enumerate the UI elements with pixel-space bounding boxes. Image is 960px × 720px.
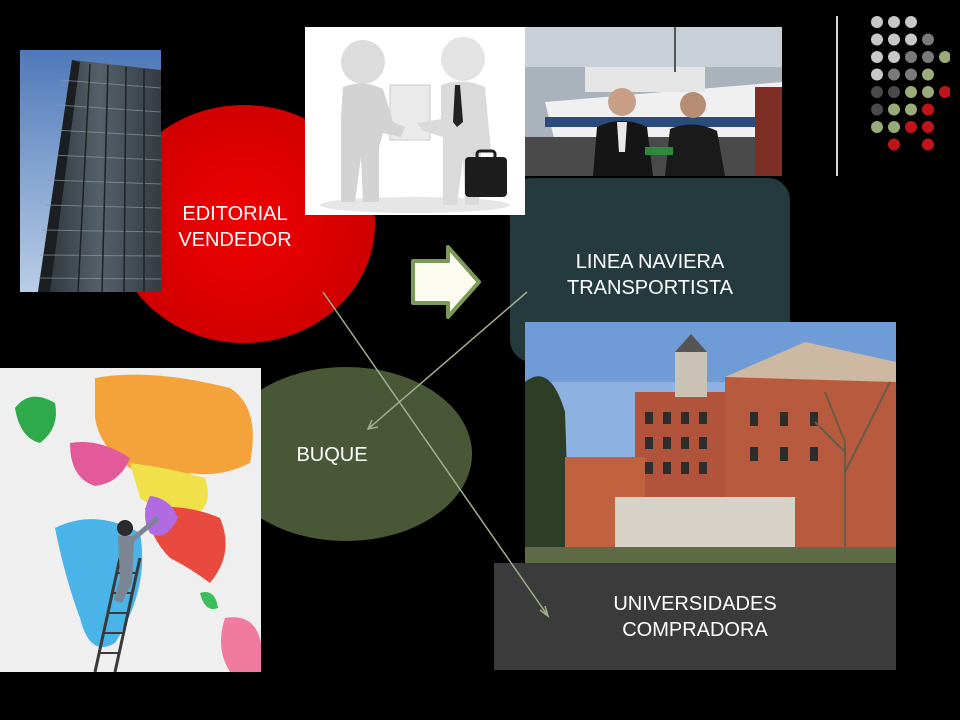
decor-dot [871, 103, 883, 116]
decor-dot [905, 68, 917, 81]
decor-dot [922, 33, 934, 46]
buque-label: BUQUE [296, 444, 368, 466]
decor-dot [905, 51, 917, 63]
decor-dot-grid [850, 12, 950, 157]
decor-dot [905, 86, 917, 98]
decor-dot [922, 138, 934, 151]
decor-divider [836, 16, 838, 176]
decor-dot [939, 51, 950, 63]
decor-dot [905, 33, 917, 46]
naviera-label: LINEA NAVIERA TRANSPORTISTA [567, 251, 733, 299]
decor-dot [888, 33, 900, 46]
decor-dot [888, 138, 900, 151]
university-building-photo [525, 322, 896, 563]
decor-dot [939, 86, 950, 98]
decor-dot [888, 121, 900, 133]
decor-dot [905, 103, 917, 116]
buque-ellipse [220, 367, 472, 541]
world-map-painter-illustration [0, 368, 261, 672]
decor-dot [871, 51, 883, 63]
decor-dot [871, 68, 883, 81]
universidades-box [494, 563, 896, 670]
decor-dot [922, 68, 934, 81]
decor-dot [888, 16, 900, 28]
decor-dot [888, 103, 900, 116]
ship-dock-photo [525, 27, 782, 176]
right-arrow-icon [410, 244, 482, 320]
decor-dot [888, 51, 900, 63]
decor-dot [871, 121, 883, 133]
decor-dot [922, 121, 934, 133]
decor-dot [905, 121, 917, 133]
decor-dot [888, 68, 900, 81]
decor-dot [871, 16, 883, 28]
handshake-illustration [305, 27, 525, 215]
universidades-label: UNIVERSIDADES COMPRADORA [613, 593, 777, 641]
decor-dot [905, 16, 917, 28]
decor-dot [922, 86, 934, 98]
decor-dot [888, 86, 900, 98]
skyscraper-photo [20, 50, 161, 292]
decor-dot [922, 51, 934, 63]
decor-dot [871, 33, 883, 46]
decor-dot [871, 86, 883, 98]
decor-dot [922, 103, 934, 116]
editorial-label: EDITORIAL VENDEDOR [178, 203, 292, 251]
